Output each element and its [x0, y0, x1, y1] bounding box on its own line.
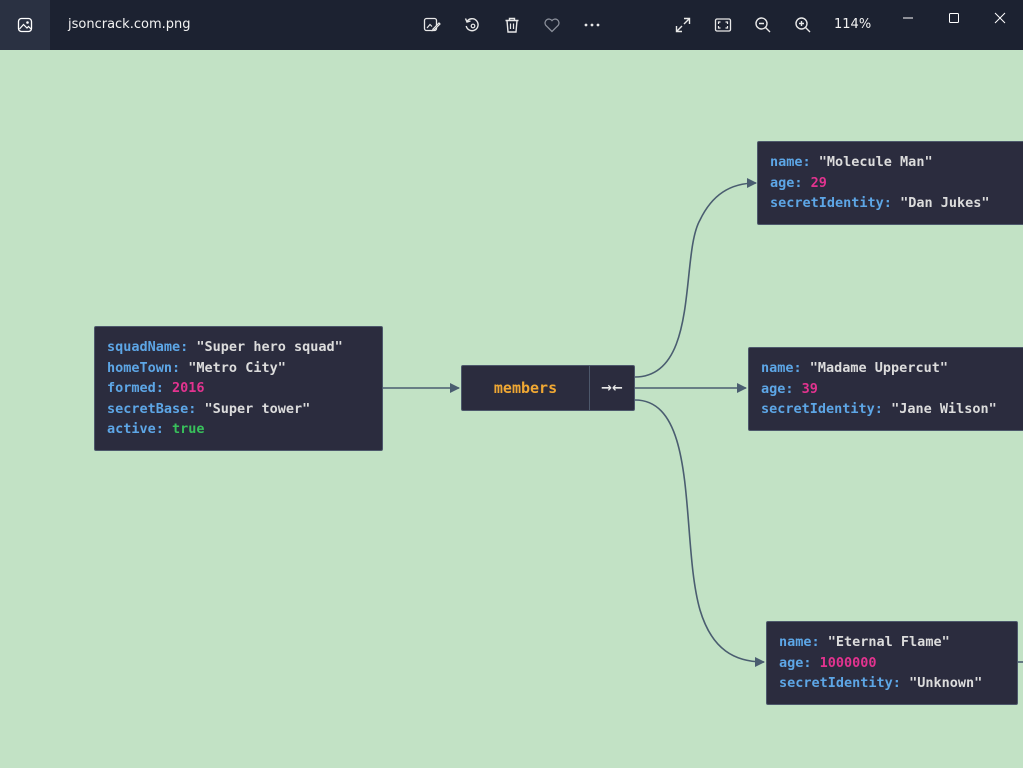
- row-value: "Dan Jukes": [900, 195, 990, 212]
- zoom-in-icon: [794, 16, 812, 34]
- edit-image-icon: [423, 16, 441, 34]
- minimize-button[interactable]: [885, 0, 931, 36]
- row-value: "Unknown": [909, 675, 983, 692]
- root-object-node[interactable]: squadName: "Super hero squad"homeTown: "…: [94, 326, 383, 451]
- node-row: name: "Madame Uppercut": [761, 358, 1023, 379]
- delete-icon: [503, 16, 521, 34]
- title-bar: jsoncrack.com.png: [0, 0, 1023, 50]
- row-value: 39: [801, 380, 818, 397]
- minimize-icon: [902, 9, 914, 28]
- rotate-icon: [463, 16, 481, 34]
- favorite-heart-icon: [543, 16, 561, 34]
- row-key: name:: [770, 154, 811, 170]
- row-key: secretIdentity:: [779, 675, 901, 692]
- row-key: age:: [761, 380, 794, 397]
- node-row: age: 29: [770, 173, 1023, 194]
- edit-image-button[interactable]: [417, 10, 447, 40]
- fullscreen-icon: [674, 16, 692, 34]
- file-name: jsoncrack.com.png: [68, 17, 191, 32]
- edge-members-to-child-1: [634, 178, 757, 378]
- node-row: homeTown: "Metro City": [107, 358, 382, 379]
- node-row: age: 1000000: [779, 653, 1017, 674]
- row-value: "Metro City": [188, 359, 286, 376]
- edge-members-to-child-3: [634, 399, 765, 667]
- row-value: "Super tower": [204, 400, 311, 417]
- row-value: 1000000: [819, 654, 877, 671]
- photos-app-icon[interactable]: [0, 0, 50, 50]
- maximize-icon: [948, 9, 960, 28]
- members-array-node[interactable]: members →←: [461, 365, 635, 411]
- row-key: homeTown:: [107, 359, 181, 376]
- zoom-out-button[interactable]: [748, 10, 778, 40]
- fit-to-window-button[interactable]: [708, 10, 738, 40]
- delete-button[interactable]: [497, 10, 527, 40]
- close-button[interactable]: [977, 0, 1023, 36]
- node-row: name: "Molecule Man": [770, 152, 1023, 173]
- row-key: formed:: [107, 380, 164, 397]
- row-key: secretIdentity:: [770, 195, 892, 212]
- row-value: "Eternal Flame": [827, 634, 950, 650]
- row-value: true: [172, 421, 205, 438]
- node-row: active: true: [107, 419, 382, 440]
- maximize-button[interactable]: [931, 0, 977, 36]
- node-row: formed: 2016: [107, 378, 382, 399]
- favorite-button[interactable]: [537, 10, 567, 40]
- more-options-button[interactable]: [577, 10, 607, 40]
- node-row: squadName: "Super hero squad": [107, 337, 382, 358]
- row-value: "Super hero squad": [196, 339, 343, 355]
- zoom-out-icon: [754, 16, 772, 34]
- fit-to-window-icon: [714, 16, 732, 34]
- zoom-in-button[interactable]: [788, 10, 818, 40]
- members-label: members: [493, 379, 558, 397]
- close-icon: [994, 9, 1006, 28]
- row-value: "Madame Uppercut": [809, 360, 948, 376]
- fullscreen-button[interactable]: [668, 10, 698, 40]
- row-key: name:: [761, 360, 802, 376]
- image-canvas: squadName: "Super hero squad"homeTown: "…: [0, 50, 1023, 768]
- node-row: name: "Eternal Flame": [779, 632, 1017, 653]
- node-row: secretIdentity: "Jane Wilson": [761, 399, 1023, 420]
- row-key: secretIdentity:: [761, 401, 883, 418]
- row-value: "Molecule Man": [818, 154, 933, 170]
- node-row: secretIdentity: "Dan Jukes": [770, 193, 1023, 214]
- row-value: 29: [810, 174, 827, 191]
- zoom-level[interactable]: 114%: [834, 17, 872, 32]
- row-value: 2016: [172, 380, 205, 397]
- node-row: secretBase: "Super tower": [107, 399, 382, 420]
- row-key: age:: [779, 654, 812, 671]
- row-key: secretBase:: [107, 400, 197, 417]
- node-row: secretIdentity: "Unknown": [779, 673, 1017, 694]
- collapse-arrows-icon: →←: [601, 380, 623, 396]
- row-value: "Jane Wilson": [891, 401, 997, 418]
- row-key: squadName:: [107, 339, 189, 355]
- graph-edges: [382, 178, 1023, 667]
- row-key: name:: [779, 634, 820, 650]
- row-key: active:: [107, 421, 164, 438]
- collapse-button[interactable]: →←: [589, 366, 634, 410]
- more-options-icon: [583, 16, 601, 34]
- row-key: age:: [770, 174, 803, 191]
- node-row: age: 39: [761, 379, 1023, 400]
- rotate-button[interactable]: [457, 10, 487, 40]
